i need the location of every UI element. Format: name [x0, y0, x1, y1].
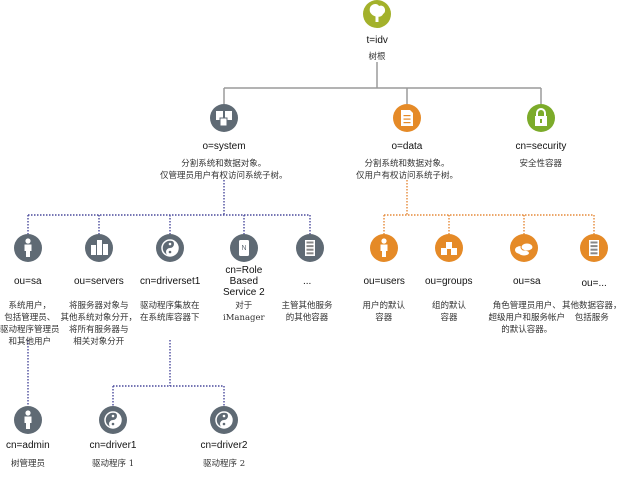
node-label-admin: cn=admin [6, 440, 50, 451]
node-label-security: cn=security [515, 141, 567, 152]
lock-icon [527, 104, 555, 132]
node-label-root: t=idv [366, 35, 388, 46]
node-desc-data-sa: 角色管理员用户、 超级用户和服务帐户 的默认容器。 [488, 301, 566, 335]
user-icon [14, 234, 42, 262]
node-label-sys-driverset: cn=driverset1 [140, 276, 201, 287]
node-label-driver2: cn=driver2 [200, 440, 248, 451]
node-desc-driver2: 驱动程序 2 [203, 459, 246, 469]
node-desc-data-groups: 组的默认 容器 [432, 301, 467, 323]
node-desc-data: 分割系统和数据对象。 仅用户有权访问系统子树。 [356, 159, 459, 181]
cabinet-icon [580, 234, 608, 262]
node-desc-system: 分割系统和数据对象。 仅管理员用户有权访问系统子树。 [160, 159, 288, 181]
group-icon [435, 234, 463, 262]
cabinet-icon [296, 234, 324, 262]
people-icon [510, 234, 538, 262]
node-label-system: o=system [202, 141, 246, 152]
node-label-data-users: ou=users [363, 276, 405, 287]
servers-icon [85, 234, 113, 262]
node-desc-sys-servers: 将服务器对象与 其他系统对象分开， 将所有服务器与 相关对象分开 [60, 301, 138, 347]
node-desc-root: 树根 [368, 52, 386, 62]
yinyang-icon [210, 406, 238, 434]
node-desc-sys-other: 主管其他服务 的其他容器 [281, 301, 333, 323]
svg-text:N: N [241, 245, 246, 252]
node-desc-data-users: 用户的默认 容器 [362, 301, 406, 323]
node-label-sys-sa: ou=sa [14, 276, 42, 287]
node-desc-security: 安全性容器 [519, 159, 563, 169]
computers-icon [210, 104, 238, 132]
node-label-sys-other: ... [303, 276, 312, 287]
node-desc-sys-driverset: 驱动程序集放在 在系统库容器下 [140, 301, 200, 323]
node-desc-admin: 树管理员 [11, 459, 46, 469]
node-desc-driver1: 驱动程序 1 [92, 459, 135, 469]
node-label-driver1: cn=driver1 [89, 440, 137, 451]
node-label-sys-servers: ou=servers [74, 276, 124, 287]
user-icon [370, 234, 398, 262]
node-desc-data-other: 其他数据容器， 包括服务 [562, 301, 622, 323]
user-icon [14, 406, 42, 434]
yinyang-icon [156, 234, 184, 262]
node-label-data-sa: ou=sa [513, 276, 541, 287]
tree-icon [363, 0, 391, 28]
document-icon [393, 104, 421, 132]
node-desc-sys-rbs: 对于 iManager [223, 301, 265, 323]
node-desc-sys-sa: 系统用户， 包括管理员、 驱动程序管理员 和其他用户 [0, 301, 60, 347]
node-label-data-other: ou=... [581, 278, 607, 289]
yinyang-icon [99, 406, 127, 434]
node-label-data: o=data [391, 141, 423, 152]
phone-icon: N [230, 234, 258, 262]
node-label-sys-rbs: cn=Role Based Service 2 [223, 265, 265, 298]
node-label-data-groups: ou=groups [425, 276, 473, 287]
